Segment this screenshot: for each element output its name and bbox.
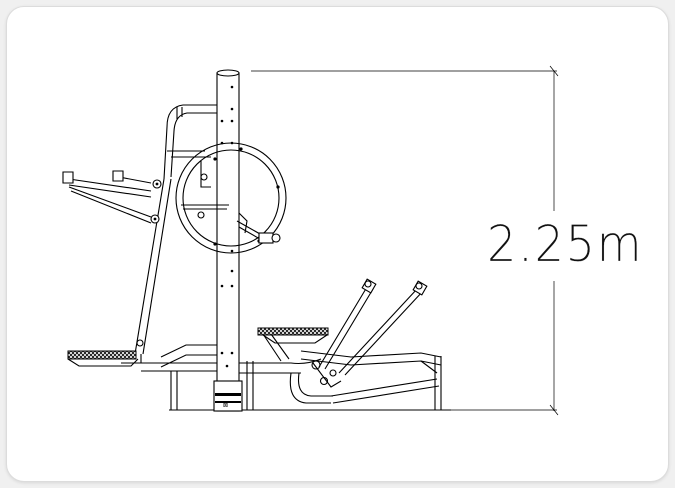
svg-text:⊠: ⊠ xyxy=(223,402,228,409)
wheel xyxy=(175,142,287,254)
left-footplate xyxy=(67,350,141,367)
equipment-line-drawing: ⊠ xyxy=(62,65,559,416)
height-dimension-label: 2.25m xyxy=(487,215,644,273)
main-post: ⊠ xyxy=(213,69,243,412)
left-frame xyxy=(134,104,217,372)
left-handles xyxy=(62,170,152,224)
right-handles xyxy=(318,278,428,376)
right-footplate xyxy=(257,327,329,344)
right-mechanism xyxy=(289,350,442,410)
image-card: ⊠ xyxy=(6,6,669,482)
